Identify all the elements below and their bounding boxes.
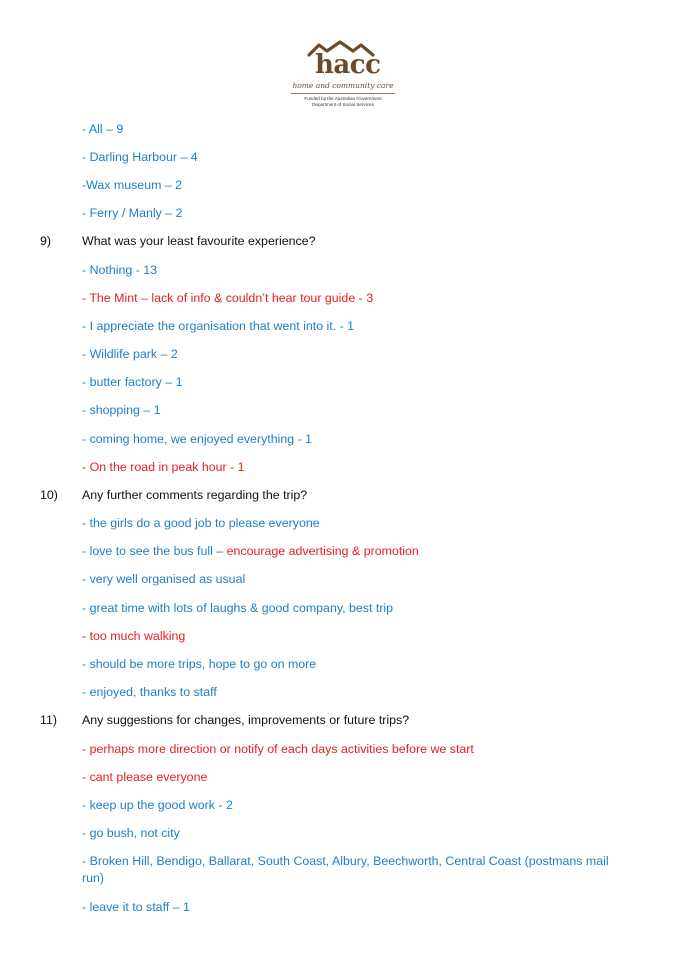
hacc-logo: hacc home and community care Funded by t… <box>285 40 401 112</box>
answer-item: - cant please everyone <box>82 770 208 784</box>
answer-item: - coming home, we enjoyed everything - 1 <box>82 432 313 446</box>
question-number: 11) <box>40 713 57 727</box>
answer-item: - enjoyed, thanks to staff <box>82 685 217 699</box>
answer-item: - The Mint – lack of info & couldn’t hea… <box>82 291 374 305</box>
question-number: 9) <box>40 234 52 248</box>
question-text: What was your least favourite experience… <box>82 234 316 248</box>
logo-wordmark: hacc <box>315 50 381 80</box>
answer-item: - shopping – 1 <box>82 403 161 417</box>
answer-item: -Wax museum – 2 <box>82 178 183 192</box>
answer-item: - the girls do a good job to please ever… <box>82 516 320 530</box>
logo-divider <box>291 93 395 94</box>
answer-item: - love to see the bus full – encourage a… <box>82 544 419 559</box>
roof-logo-icon <box>307 40 375 57</box>
answer-item: - go bush, not city <box>82 826 180 840</box>
answer-item: - Darling Harbour – 4 <box>82 150 198 164</box>
answer-item: - I appreciate the organisation that wen… <box>82 319 355 333</box>
question-text: Any suggestions for changes, improvement… <box>82 713 410 727</box>
answer-item: - Broken Hill, Bendigo, Ballarat, South … <box>82 854 609 885</box>
answer-part-red: encourage advertising & promotion <box>226 544 419 558</box>
logo-funding-line-2: Department of Social Services <box>312 102 374 107</box>
logo-tagline: home and community care <box>292 81 394 90</box>
answer-item: - Ferry / Manly – 2 <box>82 206 183 220</box>
answer-item: - Wildlife park – 2 <box>82 347 178 361</box>
answer-item: - On the road in peak hour - 1 <box>82 460 245 474</box>
answer-item: - leave it to staff – 1 <box>82 900 190 914</box>
question-text: Any further comments regarding the trip? <box>82 488 308 502</box>
logo-funding-line-1: Funded by the Australian Government <box>304 96 382 101</box>
answer-item: - too much walking <box>82 629 186 643</box>
answer-item: - should be more trips, hope to go on mo… <box>82 657 317 671</box>
answer-item: - butter factory – 1 <box>82 375 183 389</box>
answer-item: - very well organised as usual <box>82 572 246 586</box>
question-number: 10) <box>40 488 58 502</box>
answer-item: - perhaps more direction or notify of ea… <box>82 742 474 756</box>
answer-item: - keep up the good work - 2 <box>82 798 233 812</box>
answer-part-blue: - love to see the bus full – <box>82 544 227 558</box>
answer-item: - All – 9 <box>82 122 124 136</box>
answer-item: - great time with lots of laughs & good … <box>82 601 394 615</box>
answer-item: - Nothing - 13 <box>82 263 158 277</box>
